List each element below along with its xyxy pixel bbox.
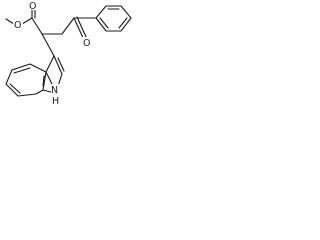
indole-benz-double-3 xyxy=(42,75,45,87)
bond-ketone-co-2 xyxy=(76,16,88,40)
atom-labels: O O O N H xyxy=(13,0,92,107)
phenyl-ring xyxy=(95,5,132,32)
molecule-structure: O O O N H xyxy=(5,0,132,107)
indole-benz-double-2 xyxy=(9,83,21,94)
bond-ketone-co-1 xyxy=(73,17,85,41)
phenyl-double-2 xyxy=(118,17,128,29)
indole-benzene-ring xyxy=(5,63,47,97)
indole-n-c7a xyxy=(42,89,52,93)
bond-set xyxy=(5,5,132,97)
bond-carbonyl-alpha xyxy=(31,17,43,35)
bond-methyl-o xyxy=(5,18,15,25)
atom-indole-nitrogen: N xyxy=(51,85,58,96)
atom-ester-oxygen-double: O xyxy=(29,1,36,12)
indole-c2-double xyxy=(57,57,65,72)
indole-pyrrole-ring xyxy=(45,55,55,89)
phenyl-double-3 xyxy=(99,17,109,29)
atom-ketone-oxygen: O xyxy=(83,38,90,49)
bond-alpha-indole xyxy=(41,33,55,57)
bond-o-carbonyl xyxy=(21,17,33,25)
atom-indole-hydrogen: H xyxy=(52,96,59,107)
bond-ch2-ketone xyxy=(61,17,75,35)
indole-c3-c2 xyxy=(53,55,63,75)
atom-ester-oxygen-single: O xyxy=(14,20,21,31)
indole-benz-double-1 xyxy=(13,67,31,74)
